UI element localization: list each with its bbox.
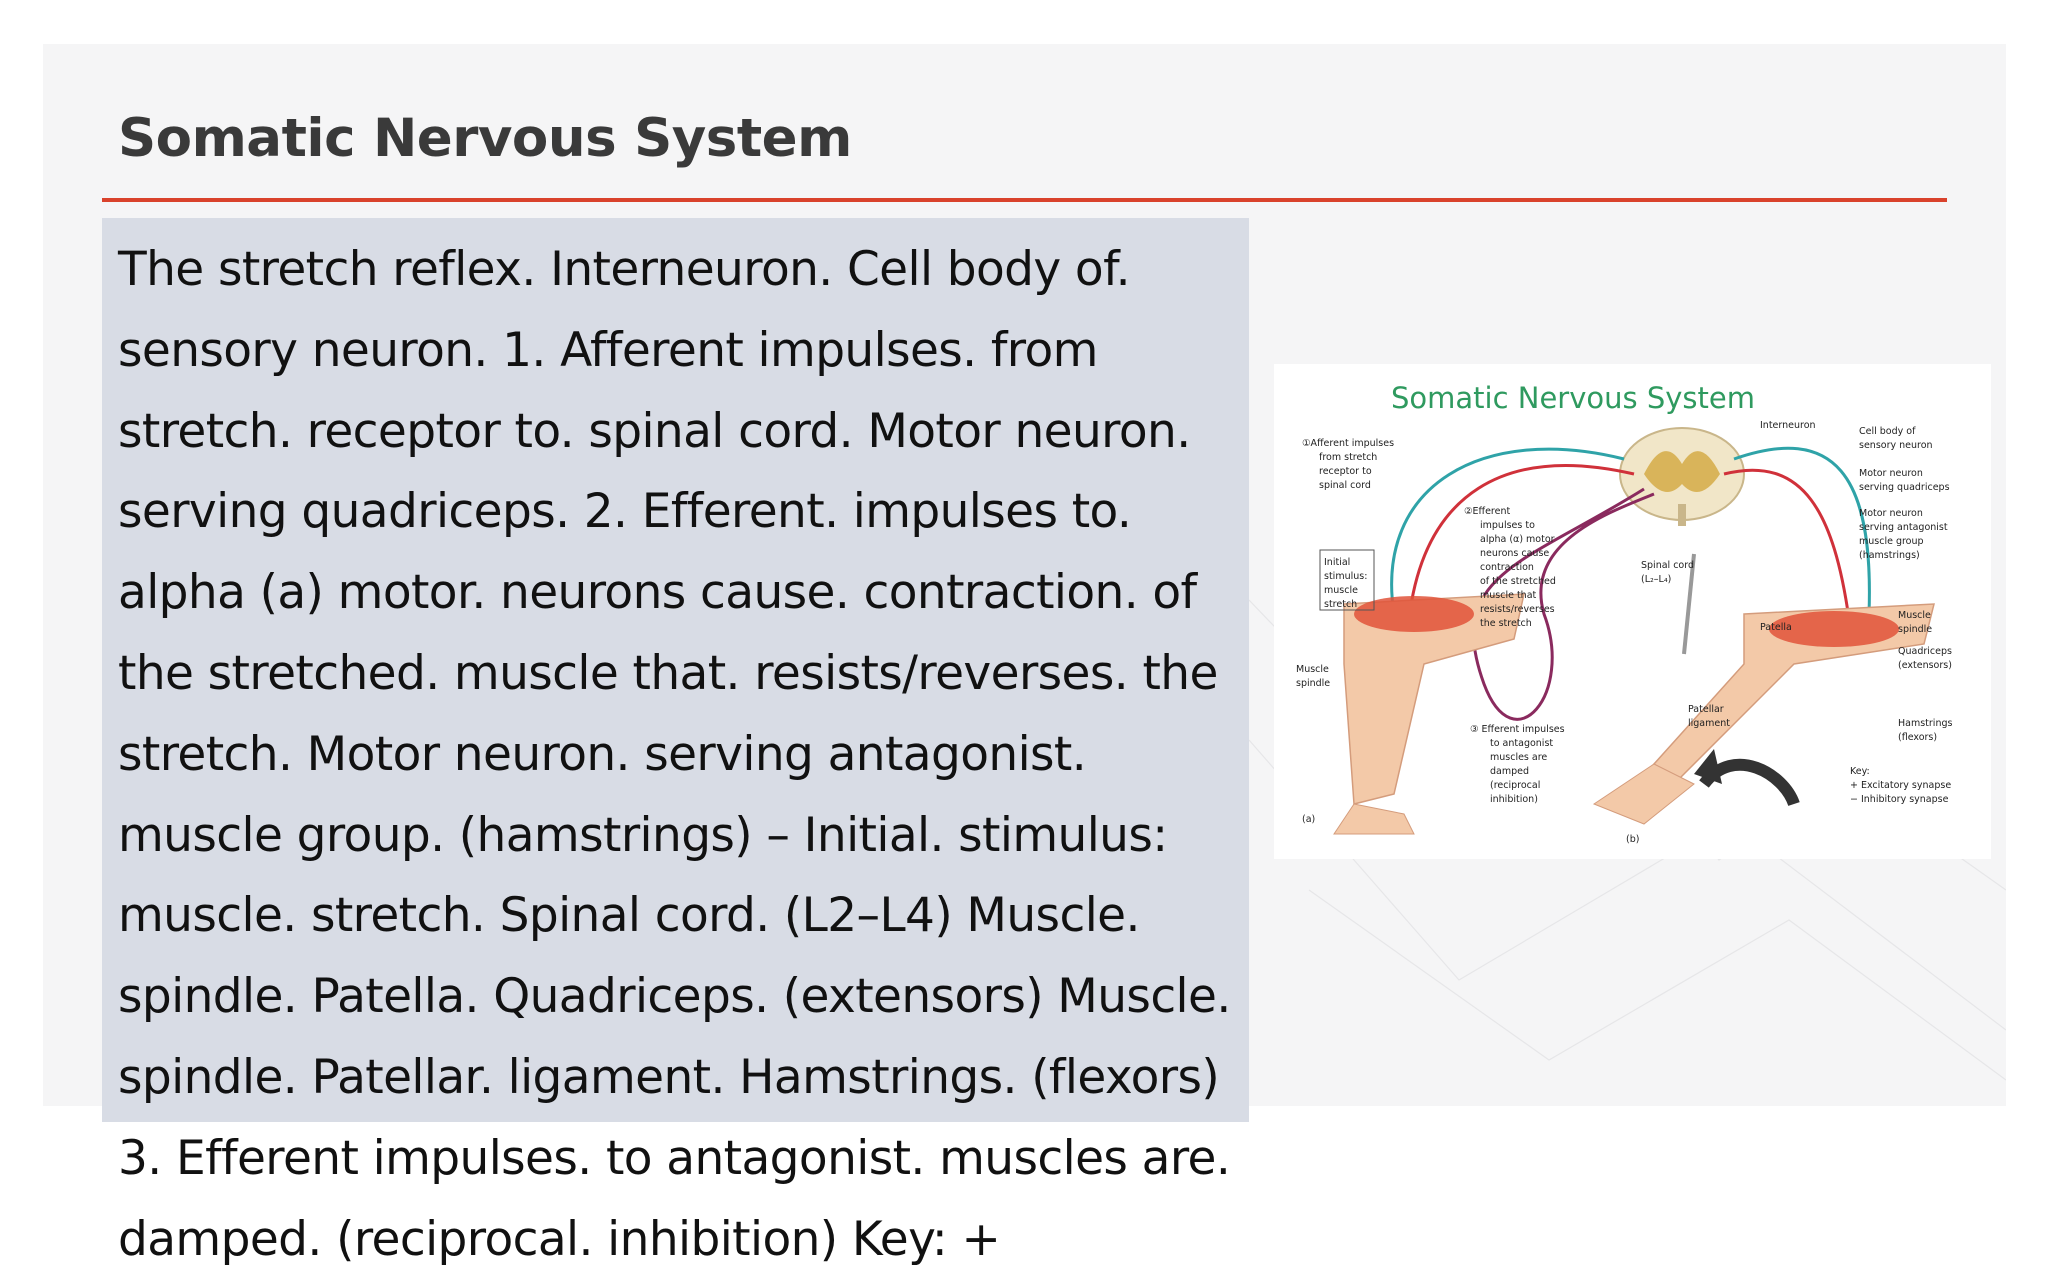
label-key-inhibitory: − Inhibitory synapse [1850, 794, 1949, 805]
label-efferent-1: ②Efferent [1464, 506, 1510, 517]
label-spinal-cord-1: Spinal cord [1641, 560, 1694, 571]
label-efferent-9: the stretch [1480, 618, 1532, 629]
label-quadriceps-2: (extensors) [1898, 660, 1952, 671]
label-interneuron: Interneuron [1760, 420, 1816, 431]
label-afferent-3: receptor to [1319, 466, 1372, 477]
label-initial-3: muscle [1324, 585, 1358, 596]
label-afferent-4: spinal cord [1319, 480, 1371, 491]
label-patella: Patella [1760, 622, 1792, 633]
label-muscle-spindle-left-1: Muscle [1296, 664, 1329, 675]
label-motor-quad-1: Motor neuron [1859, 468, 1923, 479]
label-quadriceps-1: Quadriceps [1898, 646, 1952, 657]
stretch-reflex-diagram: Somatic Nervous System [1296, 381, 1952, 845]
label-motor-antagonist-2: serving antagonist [1859, 522, 1948, 533]
label-initial-1: Initial [1324, 557, 1350, 568]
stretch-reflex-figure: Somatic Nervous System [1274, 364, 1991, 859]
right-leg [1592, 553, 1935, 825]
label-efferent-antagonist-3: muscles are [1490, 752, 1547, 763]
label-hamstrings-2: (flexors) [1898, 732, 1937, 743]
label-motor-quad-2: serving quadriceps [1859, 482, 1950, 493]
label-muscle-spindle-right-2: spindle [1898, 624, 1932, 635]
label-panel-a: (a) [1302, 814, 1315, 825]
label-efferent-antagonist-2: to antagonist [1490, 738, 1553, 749]
label-efferent-6: of the stretched [1480, 576, 1556, 587]
label-spinal-cord-2: (L₂–L₄) [1641, 574, 1671, 585]
label-efferent-5: contraction [1480, 562, 1534, 573]
label-efferent-antagonist-1: ③ Efferent impulses [1470, 724, 1565, 735]
label-afferent-2: from stretch [1319, 452, 1377, 463]
figure-title: Somatic Nervous System [1391, 381, 1755, 415]
label-panel-b: (b) [1626, 834, 1639, 845]
neural-pathways [1390, 446, 1871, 721]
slide-title: Somatic Nervous System [118, 108, 852, 169]
label-efferent-antagonist-5: (reciprocal [1490, 780, 1540, 791]
label-patellar-ligament-2: ligament [1688, 718, 1730, 729]
label-initial-4: stretch [1324, 599, 1357, 610]
label-motor-antagonist-1: Motor neuron [1859, 508, 1923, 519]
label-efferent-3: alpha (α) motor [1480, 534, 1555, 545]
left-leg [1333, 593, 1525, 835]
body-text-box [102, 218, 1249, 1122]
spinal-cord-section [1619, 427, 1745, 526]
label-motor-antagonist-4: (hamstrings) [1859, 550, 1920, 561]
label-cell-body-1: Cell body of [1859, 426, 1916, 437]
label-patellar-ligament-1: Patellar [1688, 704, 1724, 715]
label-muscle-spindle-right-1: Muscle [1898, 610, 1931, 621]
label-cell-body-2: sensory neuron [1859, 440, 1933, 451]
title-underline [102, 198, 1947, 202]
initial-stimulus-box [1319, 549, 1375, 611]
label-hamstrings-1: Hamstrings [1898, 718, 1952, 729]
label-efferent-7: muscle that [1480, 590, 1537, 601]
body-text: The stretch reflex. Interneuron. Cell bo… [118, 242, 1231, 1267]
label-muscle-spindle-left-2: spindle [1296, 678, 1330, 689]
label-efferent-antagonist-6: inhibition) [1490, 794, 1538, 805]
figure-labels: ①Afferent impulses from stretch receptor… [1296, 420, 1952, 845]
label-initial-2: stimulus: [1324, 571, 1367, 582]
label-afferent-1: ①Afferent impulses [1302, 438, 1394, 449]
label-efferent-8: resists/reverses [1480, 604, 1555, 615]
label-key-excitatory: + Excitatory synapse [1850, 780, 1951, 791]
label-motor-antagonist-3: muscle group [1859, 536, 1924, 547]
label-efferent-4: neurons cause [1480, 548, 1549, 559]
label-efferent-2: impulses to [1480, 520, 1535, 531]
label-efferent-antagonist-4: damped [1490, 766, 1529, 777]
label-key-title: Key: [1850, 766, 1870, 777]
